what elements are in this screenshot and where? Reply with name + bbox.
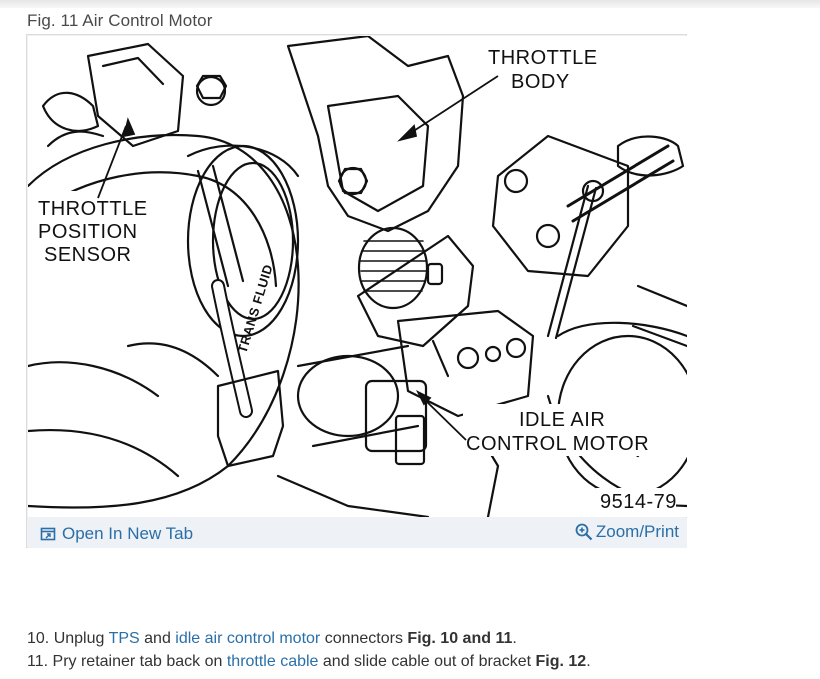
label-iac-line2: CONTROL MOTOR — [466, 433, 649, 455]
step-text: connectors — [324, 630, 403, 647]
zoom-print-label: Zoom/Print — [595, 522, 679, 541]
figure-frame: THROTTLE BODY THROTTLE POSITION SENSOR T… — [26, 34, 687, 548]
step-text: . — [512, 630, 517, 647]
link-tps[interactable]: TPS — [108, 630, 140, 647]
link-idle-air-control-motor[interactable]: idle air control motor — [175, 630, 321, 647]
label-tps-line3: SENSOR — [44, 244, 131, 266]
top-strip — [0, 0, 820, 8]
label-figure-number: 9514-79 — [600, 491, 677, 513]
label-throttle-body-line2: BODY — [511, 71, 570, 93]
label-throttle-body-line1: THROTTLE — [488, 47, 598, 69]
step-10: 10. Unplug TPS and idle air control moto… — [27, 627, 591, 650]
figure-toolbar: Open In New Tab Zoom/Print — [28, 518, 687, 548]
step-text: Pry retainer tab back on — [52, 653, 223, 670]
open-in-new-tab-link[interactable]: Open In New Tab — [40, 524, 193, 544]
open-in-new-tab-icon — [40, 527, 56, 541]
zoom-print-link[interactable]: Zoom/Print — [575, 522, 679, 542]
figure-reference: Fig. 12 — [535, 653, 587, 670]
step-number: 10. — [27, 630, 50, 647]
zoom-in-icon — [575, 523, 593, 541]
link-throttle-cable[interactable]: throttle cable — [226, 653, 319, 670]
label-tps-line1: THROTTLE — [38, 198, 148, 220]
label-tps-line2: POSITION — [38, 221, 138, 243]
instruction-steps: 10. Unplug TPS and idle air control moto… — [27, 627, 591, 673]
figure-image: THROTTLE BODY THROTTLE POSITION SENSOR T… — [28, 36, 687, 517]
figure-reference: Fig. 10 and 11 — [407, 630, 513, 647]
step-text: . — [586, 653, 591, 670]
engine-illustration: THROTTLE BODY THROTTLE POSITION SENSOR T… — [28, 36, 687, 517]
step-text: and slide cable out of bracket — [322, 653, 532, 670]
step-text: and — [144, 630, 171, 647]
figure-caption: Fig. 11 Air Control Motor — [27, 11, 213, 30]
step-11: 11. Pry retainer tab back on throttle ca… — [27, 650, 591, 673]
label-iac-line1: IDLE AIR — [519, 409, 605, 431]
open-in-new-tab-label: Open In New Tab — [62, 524, 194, 543]
step-text: Unplug — [53, 630, 105, 647]
step-number: 11. — [27, 653, 49, 670]
